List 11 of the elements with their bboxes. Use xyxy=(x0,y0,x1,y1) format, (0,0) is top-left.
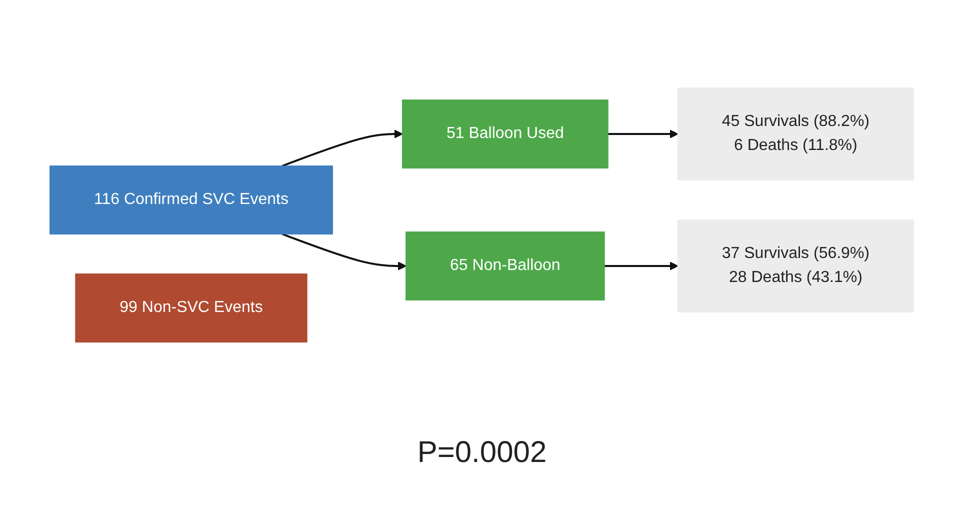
arrow xyxy=(282,130,404,167)
node-box: 37 Survivals (56.9%) 28 Deaths (43.1%) xyxy=(678,220,914,312)
node-box: 45 Survivals (88.2%) 6 Deaths (11.8%) xyxy=(678,88,914,180)
p-value-text: P=0.0002 xyxy=(417,436,547,470)
arrow xyxy=(604,262,679,270)
node-box: 51 Balloon Used xyxy=(402,100,609,168)
arrow xyxy=(282,233,407,270)
arrow xyxy=(608,130,679,138)
node-box: 65 Non-Balloon xyxy=(406,232,606,300)
node-box: 99 Non-SVC Events xyxy=(75,274,308,342)
node-box: 116 Confirmed SVC Events xyxy=(50,166,334,234)
